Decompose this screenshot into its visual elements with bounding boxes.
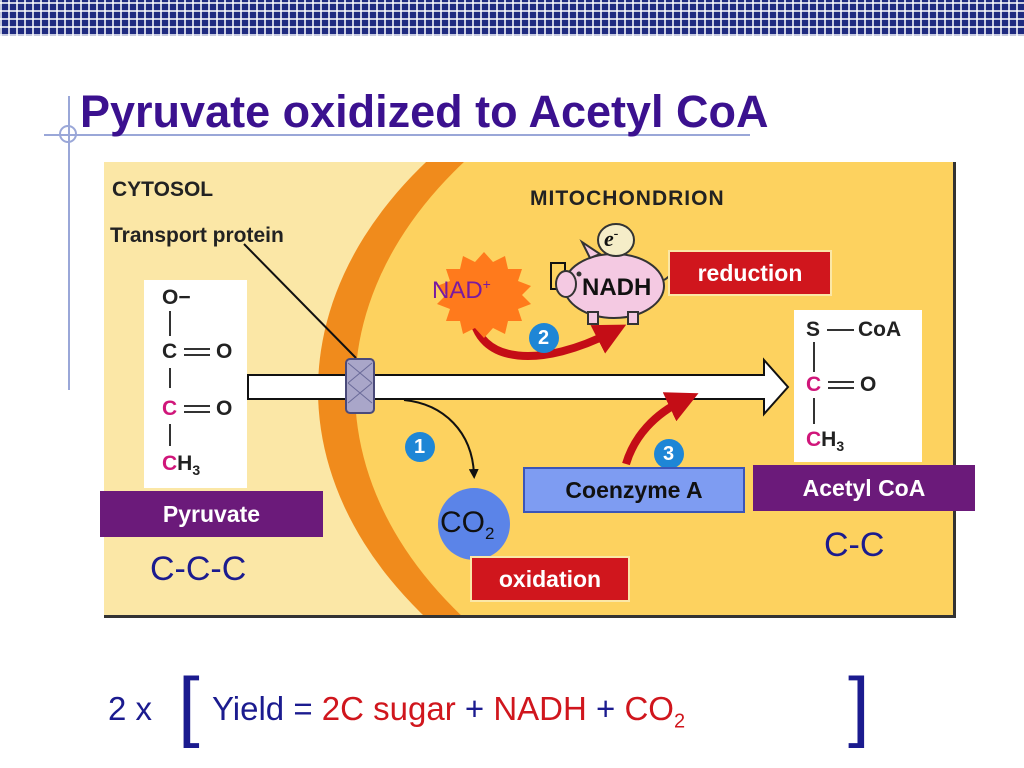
cytosol-label: CYTOSOL xyxy=(112,178,214,201)
step-2-number: 2 xyxy=(538,327,550,349)
step-1-number: 1 xyxy=(414,436,426,458)
transport-protein xyxy=(345,358,375,414)
acetyl-coa-formula: C-C xyxy=(824,526,885,564)
transport-protein-label: Transport protein xyxy=(110,224,284,247)
pyruvate-atom-ch3: CH3 xyxy=(162,452,201,479)
slide-title: Pyruvate oxidized to Acetyl CoA xyxy=(80,86,769,137)
step-3-number: 3 xyxy=(663,443,675,465)
arrow-coenzyme xyxy=(622,392,699,466)
co2-circle xyxy=(438,488,510,560)
step-3-circle xyxy=(654,439,684,469)
acetyl-atom-coa: CoA xyxy=(858,318,902,341)
yield-multiplier: 2 x xyxy=(108,690,153,727)
decor-horizontal-line xyxy=(44,134,750,136)
yield-term-sugar: 2C sugar xyxy=(321,690,456,727)
co2-label: CO2 xyxy=(440,506,495,543)
yield-label: Yield = xyxy=(212,690,313,727)
nad-starburst xyxy=(437,252,531,338)
nadh-piggy-bank xyxy=(555,223,680,325)
nadh-label: NADH xyxy=(582,274,652,301)
pyruvate-atom-o1: O xyxy=(216,340,233,363)
acetyl-coa-box: Acetyl CoA xyxy=(753,465,975,511)
decor-crosshair xyxy=(59,125,77,143)
electron-label: e- xyxy=(604,226,619,251)
acetyl-atom-o1: O xyxy=(860,373,877,396)
step-2-circle xyxy=(529,323,559,353)
pyruvate-atom-o-minus: O− xyxy=(162,286,191,309)
acetyl-atom-s: S xyxy=(806,318,821,341)
pyruvate-atom-o2: O xyxy=(216,397,233,420)
pyruvate-box: Pyruvate xyxy=(100,491,323,537)
reduction-box: reduction xyxy=(668,250,832,296)
step-1-circle xyxy=(405,432,435,462)
yield-term-co2: CO2 xyxy=(624,690,686,733)
coenzyme-a-box: Coenzyme A xyxy=(523,467,745,513)
pyruvate-formula: C-C-C xyxy=(150,550,247,588)
mitochondrion-label: MITOCHONDRION xyxy=(530,187,725,210)
transport-pointer xyxy=(243,243,357,359)
slide-top-bar xyxy=(0,0,1024,36)
yield-open-bracket: [ xyxy=(178,661,200,749)
arrow-to-co2 xyxy=(403,399,479,479)
pyruvate-atom-c1: C xyxy=(162,340,178,363)
nad-label: NAD+ xyxy=(432,276,491,304)
pyruvate-atom-c2: C xyxy=(162,397,178,420)
oxidation-box: oxidation xyxy=(470,556,630,602)
yield-term-nadh: NADH xyxy=(493,690,587,727)
acetyl-atom-c1: C xyxy=(806,373,822,396)
decor-vertical-line xyxy=(68,96,70,390)
yield-close-bracket: ] xyxy=(848,661,870,749)
acetyl-atom-ch3: CH3 xyxy=(806,428,845,455)
yield-equation: Yield = 2C sugar + NADH + CO2 xyxy=(212,690,686,733)
main-arrow xyxy=(247,357,790,417)
